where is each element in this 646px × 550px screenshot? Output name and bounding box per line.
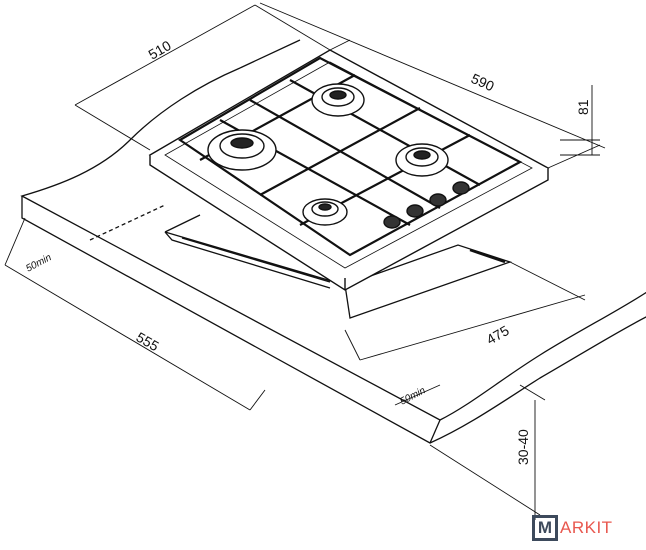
logo-initial: M: [532, 515, 558, 541]
dimension-50min-left: 50min: [24, 252, 54, 275]
worktop-front-edge: [21, 196, 646, 444]
control-knob: [429, 193, 447, 207]
logo-text: ARKIT: [560, 518, 613, 537]
burner-front-small: [302, 198, 348, 226]
dimension-510: 510: [146, 37, 174, 63]
control-knob: [452, 181, 470, 195]
burner-left-large: [207, 129, 277, 171]
dimension-555: 555: [134, 329, 162, 355]
dimension-81: 81: [575, 99, 591, 115]
dimension-30-40: 30-40: [515, 429, 531, 465]
burner-rear: [311, 83, 365, 117]
control-knob: [406, 204, 424, 218]
control-knob: [383, 215, 401, 229]
markit-logo: M ARKIT: [532, 515, 613, 541]
cutout: [164, 214, 513, 319]
dimension-590: 590: [469, 70, 497, 94]
burner-right: [395, 143, 449, 177]
gas-hob: [148, 49, 550, 291]
